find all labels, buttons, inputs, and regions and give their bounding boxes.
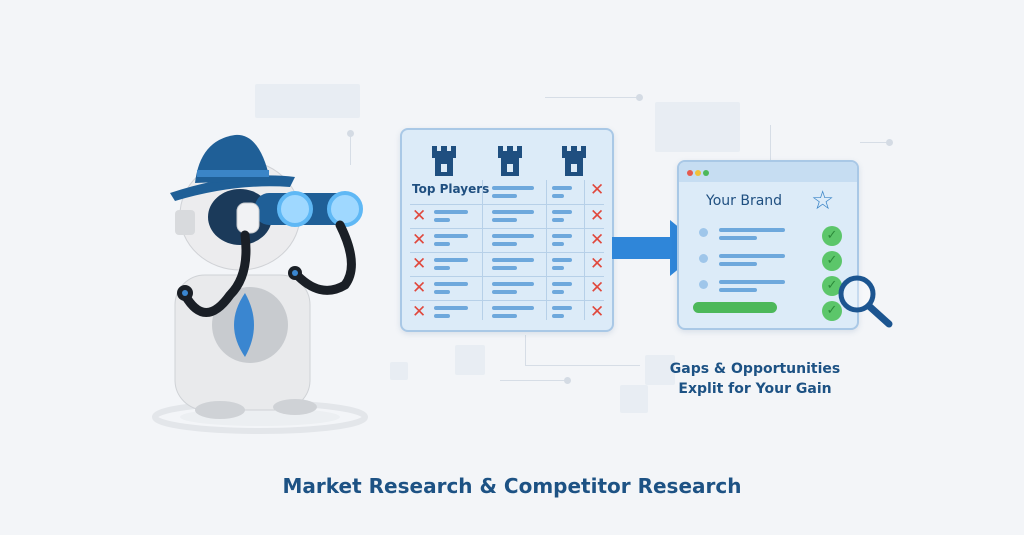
- text-bar: [492, 194, 517, 198]
- bg-block: [255, 84, 360, 118]
- x-mark-icon: ✕: [412, 230, 427, 250]
- bg-block: [455, 345, 485, 375]
- check-icon: ✓: [822, 226, 842, 246]
- connector-dot: [636, 94, 643, 101]
- x-mark-icon: ✕: [412, 278, 427, 298]
- text-bar: [492, 186, 534, 190]
- text-bar: [552, 186, 572, 190]
- robot-icon: [152, 134, 368, 434]
- x-mark-icon: ✕: [590, 302, 605, 322]
- magnifier-icon: [835, 272, 895, 330]
- castle-icon: [430, 146, 458, 176]
- check-icon: ✓: [822, 251, 842, 271]
- connector-line: [525, 335, 526, 365]
- connector-line: [500, 380, 565, 381]
- column-divider: [584, 180, 585, 320]
- castle-icon: [496, 146, 524, 176]
- connector-dot: [886, 139, 893, 146]
- castle-icon: [560, 146, 588, 176]
- window-dot-yellow: [695, 170, 701, 176]
- x-mark-icon: ✕: [590, 230, 605, 250]
- competitor-table-card: Top Players ✕ ✕ ✕ ✕ ✕ ✕ ✕ ✕ ✕: [400, 128, 614, 332]
- x-mark-icon: ✕: [590, 206, 605, 226]
- progress-bar: [693, 302, 777, 313]
- window-dot-red: [687, 170, 693, 176]
- connector-dot: [347, 130, 354, 137]
- x-mark-icon: ✕: [412, 302, 427, 322]
- bg-block: [390, 362, 408, 380]
- connector-line: [525, 365, 640, 366]
- column-divider: [482, 180, 483, 320]
- bg-block: [645, 355, 675, 385]
- page-title: Market Research & Competitor Research: [282, 474, 742, 498]
- robot-detective-illustration: [145, 125, 375, 435]
- connector-line: [770, 125, 771, 165]
- window-dot-green: [703, 170, 709, 176]
- connector-dot: [564, 377, 571, 384]
- check-icon: ✓: [822, 276, 842, 296]
- caption-line-2: Explit for Your Gain: [678, 381, 832, 397]
- x-mark-icon: ✕: [412, 206, 427, 226]
- connector-line: [860, 142, 890, 143]
- connector-line: [545, 97, 640, 98]
- x-mark-icon: ✕: [590, 254, 605, 274]
- table-header-label: Top Players: [412, 182, 490, 196]
- column-divider: [546, 180, 547, 320]
- bg-block: [655, 102, 740, 152]
- x-mark-icon: ✕: [412, 254, 427, 274]
- brand-title: Your Brand: [706, 193, 783, 209]
- x-mark-icon: ✕: [590, 180, 605, 200]
- text-bar: [552, 194, 564, 198]
- x-mark-icon: ✕: [590, 278, 605, 298]
- check-icon: ✓: [822, 301, 842, 321]
- window-titlebar: [679, 162, 857, 182]
- caption-line-1: Gaps & Opportunities: [669, 361, 841, 377]
- bg-block: [620, 385, 648, 413]
- star-icon: ☆: [811, 186, 835, 216]
- connector-line: [350, 135, 351, 165]
- brand-window-card: Your Brand ☆ ✓ ✓ ✓ ✓: [677, 160, 859, 330]
